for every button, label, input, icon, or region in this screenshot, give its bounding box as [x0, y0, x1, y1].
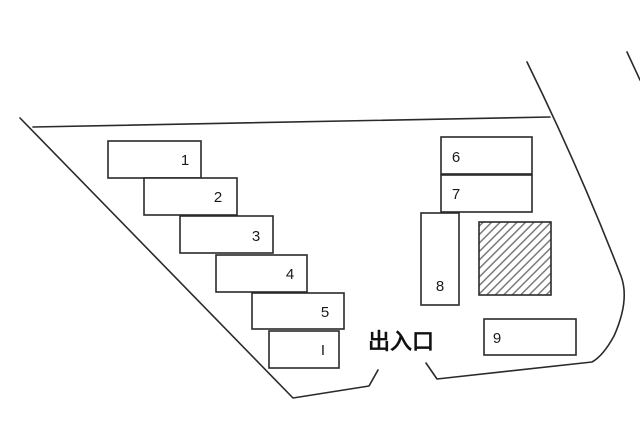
parking-space-8-outline	[420, 212, 460, 306]
parking-space-6[interactable]: 6	[440, 136, 533, 175]
parking-space-8[interactable]: 8	[420, 212, 460, 306]
lot-boundary	[19, 51, 640, 399]
hatched-structure-icon	[478, 221, 552, 296]
parking-space-7-label: 7	[452, 186, 460, 203]
parking-space-7-outline	[440, 174, 533, 213]
parking-space-4-outline	[215, 254, 308, 293]
parking-space-I[interactable]: I	[268, 330, 340, 369]
parking-space-5-label: 5	[321, 304, 329, 321]
parking-space-2-label: 2	[214, 189, 222, 206]
parking-space-4[interactable]: 4	[215, 254, 308, 293]
far-right-edge-line	[626, 51, 640, 81]
parking-space-1[interactable]: 1	[107, 140, 202, 179]
parking-space-3-label: 3	[252, 228, 260, 245]
parking-space-1-outline	[107, 140, 202, 179]
parking-space-7[interactable]: 7	[440, 174, 533, 213]
parking-space-8-label: 8	[436, 278, 444, 295]
parking-space-9-outline	[483, 318, 577, 356]
parking-space-I-label: I	[321, 342, 325, 359]
parking-space-6-outline	[440, 136, 533, 175]
parking-space-I-outline	[268, 330, 340, 369]
parking-space-1-label: 1	[181, 152, 189, 169]
parking-space-9[interactable]: 9	[483, 318, 577, 356]
top-boundary-line	[32, 116, 551, 128]
entrance-label: 出入口	[368, 330, 434, 355]
parking-space-4-label: 4	[286, 266, 294, 283]
parking-space-3[interactable]: 3	[179, 215, 274, 254]
parking-space-2-outline	[143, 177, 238, 216]
right-curved-boundary	[425, 61, 626, 380]
parking-space-5[interactable]: 5	[251, 292, 345, 330]
parking-space-9-label: 9	[493, 330, 501, 347]
parking-space-6-label: 6	[452, 149, 460, 166]
parking-space-2[interactable]: 2	[143, 177, 238, 216]
left-diagonal-boundary	[19, 117, 379, 399]
parking-space-3-outline	[179, 215, 274, 254]
parking-space-5-outline	[251, 292, 345, 330]
